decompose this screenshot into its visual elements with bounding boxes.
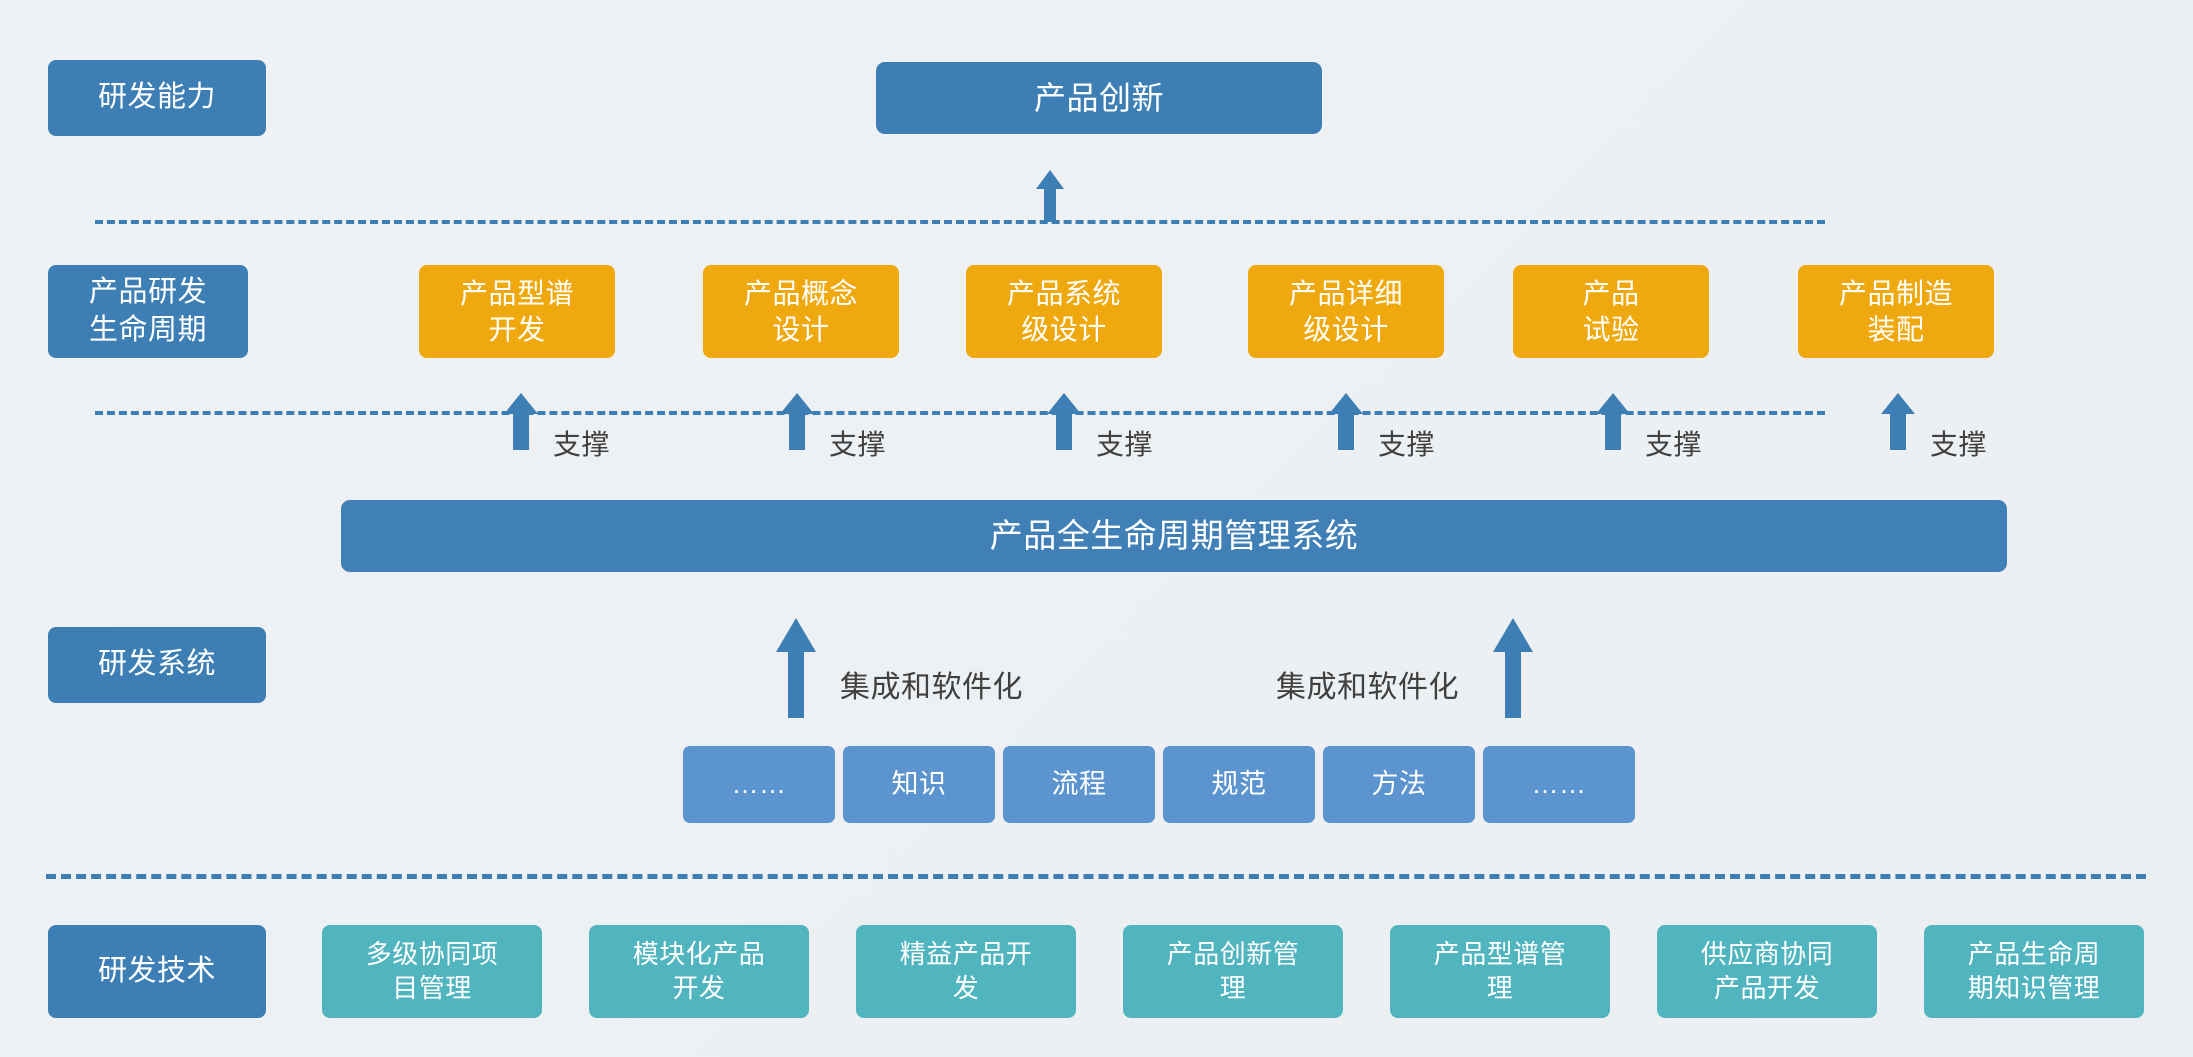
divider-lifecycle-system [95,411,1825,415]
arrow-integration-right [1489,618,1537,718]
divider-capability-lifecycle [95,220,1825,224]
arrow-support-1 [500,393,542,450]
stage-box-5[interactable]: 产品 试验 [1513,265,1709,358]
arrow-support-2 [776,393,818,450]
technology-box-2[interactable]: 模块化产品 开发 [589,925,809,1018]
technology-box-5[interactable]: 产品型谱管 理 [1390,925,1610,1018]
arrow-integration-left [772,618,820,718]
chip-box-4[interactable]: 规范 [1163,746,1315,823]
product-innovation-box[interactable]: 产品创新 [876,62,1322,134]
technology-box-1[interactable]: 多级协同项 目管理 [322,925,542,1018]
chip-box-1[interactable]: …… [683,746,835,823]
lane-label-rnd-capability[interactable]: 研发能力 [48,60,266,136]
arrow-support-5 [1592,393,1634,450]
arrow-support-6 [1877,393,1919,450]
lane-label-product-rnd-lifecycle[interactable]: 产品研发 生命周期 [48,265,248,358]
arrow-support-4 [1325,393,1367,450]
stage-box-3[interactable]: 产品系统 级设计 [966,265,1162,358]
technology-box-6[interactable]: 供应商协同 产品开发 [1657,925,1877,1018]
stage-box-1[interactable]: 产品型谱 开发 [419,265,615,358]
integration-label-right: 集成和软件化 [1276,671,1459,704]
arrow-support-3 [1043,393,1085,450]
lane-label-rnd-system[interactable]: 研发系统 [48,627,266,703]
support-label-4: 支撑 [1378,429,1436,460]
technology-box-3[interactable]: 精益产品开 发 [856,925,1076,1018]
plm-system-bar[interactable]: 产品全生命周期管理系统 [341,500,2007,572]
chip-box-3[interactable]: 流程 [1003,746,1155,823]
support-label-6: 支撑 [1930,429,1988,460]
technology-box-4[interactable]: 产品创新管 理 [1123,925,1343,1018]
chip-box-5[interactable]: 方法 [1323,746,1475,823]
stage-box-2[interactable]: 产品概念 设计 [703,265,899,358]
support-label-1: 支撑 [553,429,611,460]
support-label-2: 支撑 [829,429,887,460]
lane-label-rnd-technology[interactable]: 研发技术 [48,925,266,1018]
arrow-up-to-product-innovation [1030,170,1070,222]
technology-box-7[interactable]: 产品生命周 期知识管理 [1924,925,2144,1018]
chip-box-6[interactable]: …… [1483,746,1635,823]
support-label-3: 支撑 [1096,429,1154,460]
divider-system-technology [46,874,2146,879]
stage-box-6[interactable]: 产品制造 装配 [1798,265,1994,358]
stage-box-4[interactable]: 产品详细 级设计 [1248,265,1444,358]
chip-box-2[interactable]: 知识 [843,746,995,823]
integration-label-left: 集成和软件化 [840,671,1023,704]
support-label-5: 支撑 [1645,429,1703,460]
